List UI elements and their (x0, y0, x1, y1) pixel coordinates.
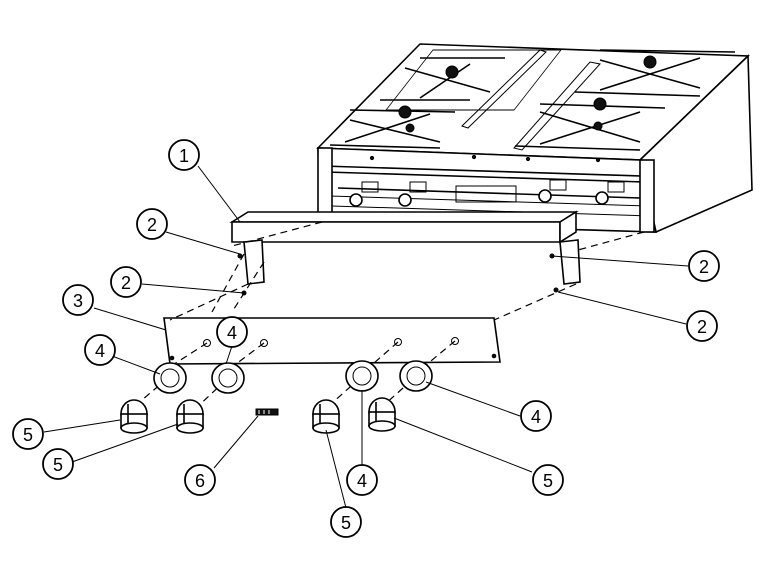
svg-text:3: 3 (73, 291, 83, 311)
callout-5-center: 5 (330, 506, 362, 538)
callout-1: 1 (168, 139, 200, 171)
control-knob-1 (120, 399, 148, 434)
right-mounting-bracket (549, 239, 581, 293)
svg-text:6: 6 (195, 471, 205, 491)
svg-text:5: 5 (543, 471, 553, 491)
svg-text:2: 2 (697, 317, 707, 337)
cooktop-assembly (316, 43, 753, 234)
svg-text:2: 2 (147, 215, 157, 235)
callout-2-top-right: 2 (688, 250, 720, 282)
left-mounting-bracket (237, 239, 265, 296)
svg-text:5: 5 (23, 425, 33, 445)
svg-text:5: 5 (53, 455, 63, 475)
burner-grate-right-back (574, 49, 736, 97)
svg-text:4: 4 (95, 341, 105, 361)
callout-5-left: 5 (42, 448, 74, 480)
control-knob-2 (176, 399, 204, 434)
callout-3: 3 (62, 284, 94, 316)
bezel-ring-4 (399, 360, 433, 392)
bezel-ring-1 (153, 362, 187, 394)
svg-text:4: 4 (357, 471, 367, 491)
front-bar-bracket (229, 210, 579, 244)
svg-text:2: 2 (699, 257, 709, 277)
callout-6: 6 (184, 464, 216, 496)
callout-4-second: 4 (216, 316, 248, 348)
burner-grate-left-front (329, 105, 456, 149)
svg-text:5: 5 (341, 513, 351, 533)
svg-text:4: 4 (531, 407, 541, 427)
callout-4-center: 4 (346, 464, 378, 496)
callout-4-left: 4 (84, 334, 116, 366)
svg-text:2: 2 (121, 273, 131, 293)
bezel-ring-2 (211, 362, 245, 394)
burner-grate-left-back (380, 49, 562, 111)
burner-grate-right-front (514, 97, 666, 151)
svg-text:1: 1 (179, 146, 189, 166)
leader-lines (43, 165, 689, 509)
callout-5-far-left: 5 (12, 418, 44, 450)
callout-4-right: 4 (520, 400, 552, 432)
svg-text:4: 4 (227, 323, 237, 343)
callout-2-top-left: 2 (136, 208, 168, 240)
control-knob-3 (312, 399, 340, 434)
spring-clip (255, 408, 279, 416)
control-panel (163, 317, 501, 365)
bezel-ring-3 (345, 360, 379, 392)
control-knob-4 (368, 397, 396, 432)
callout-5-right: 5 (532, 464, 564, 496)
callout-2-bottom-right: 2 (686, 310, 718, 342)
gas-valve-manifold (337, 179, 641, 207)
callout-2-mid-left: 2 (110, 266, 142, 298)
